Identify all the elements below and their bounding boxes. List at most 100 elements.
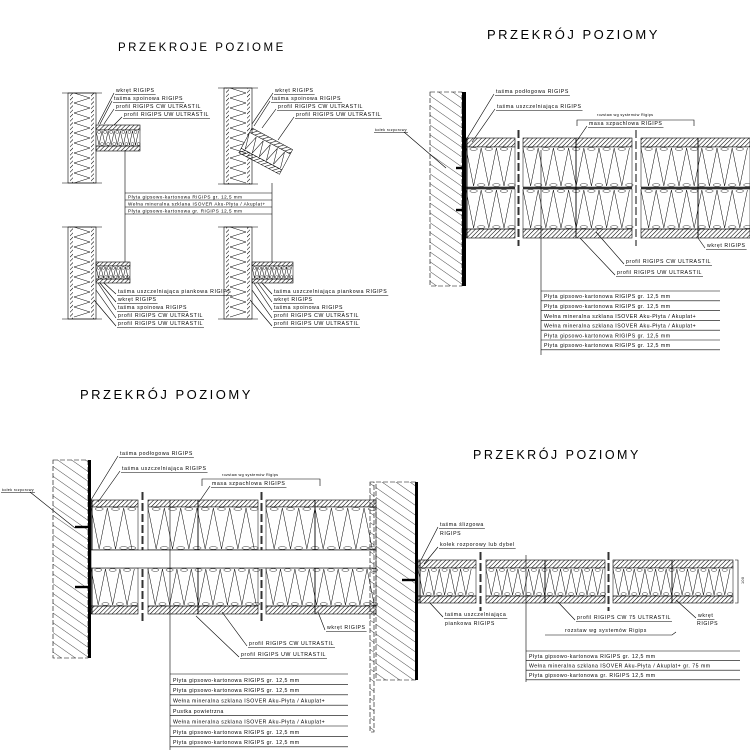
mineral-wool-insulation [465,188,516,230]
masonry-wall [369,481,375,733]
title-przekroj-bottom-right: PRZEKRÓJ POZIOMY [473,447,641,462]
mineral-wool-insulation [265,506,377,551]
section-top-right-labels: taśma podłogowa RIGIPS taśma uszczelniaj… [374,89,747,277]
angled-wall-joint [238,127,293,175]
mineral-wool-insulation [640,188,750,230]
gypsum-board [95,278,131,284]
masonry-wall [52,459,89,659]
gypsum-board [95,124,141,131]
table-row: Płyta gipsowo-kartonowa RIGIPS gr. 12,5 … [544,294,671,300]
label-screw: wkręt RIGIPS [327,625,366,631]
table-row: Płyta gipsowo-kartonowa gr. RIGIPS 12,5 … [128,209,242,214]
section-geometry [52,87,750,750]
table-row: Wełna mineralna szklana ISOVER Aku-Płyta… [529,664,711,670]
label-tape-floor: taśma podłogowa RIGIPS [120,451,193,457]
label-spacing: rozstaw wg systemów Rigips [222,473,278,477]
mineral-wool-insulation [485,567,606,597]
mineral-wool-insulation [90,567,139,607]
gypsum-board [640,228,750,239]
label-tape-floor: taśma podłogowa RIGIPS [496,89,569,95]
label-cw: profil RIGIPS CW ULTRASTIL [249,641,334,647]
label-cw: profil RIGIPS CW ULTRASTIL [626,259,711,265]
gypsum-board [465,228,516,239]
title-przekroj-top-right: PRZEKRÓJ POZIOMY [487,27,660,42]
title-przekroje-poziome: PRZEKROJE POZIOME [118,42,286,54]
label-tape-a: taśma ślizgowa [440,522,484,528]
label-seal-a: taśma uszczelniająca [445,612,506,618]
mineral-wool-insulation [251,265,294,280]
table-row: Płyta gipsowo-kartonowa RIGIPS gr. 12,5 … [128,195,242,200]
label: wkręt RIGIPS [118,297,157,303]
gypsum-board [265,499,377,508]
mineral-wool-insulation [95,129,141,147]
table-row: Płyta gipsowo-kartonowa gr. RIGIPS 12,5 … [529,673,656,679]
section-top-right-table: Płyta gipsowo-kartonowa RIGIPS gr. 12,5 … [541,290,720,351]
detail-d-labels: taśma uszczelniająca piankowa RIGIPS wkr… [249,282,389,328]
masonry-wall [429,91,463,287]
label: taśma spoinowa RIGIPS [118,305,187,311]
detail-small-table: Płyta gipsowo-kartonowa RIGIPS gr. 12,5 … [124,150,273,262]
table-row: Płyta gipsowo-kartonowa RIGIPS gr. 12,5 … [529,654,656,660]
mineral-wool-insulation [612,567,734,597]
gypsum-board [251,278,294,284]
gypsum-board [612,595,734,604]
label: profil RIGIPS CW ULTRASTIL [278,104,363,110]
detail-a-labels: wkręt RIGIPS taśma spoinowa RIGIPS profi… [97,88,210,126]
label-anchor: kołek rozporowy [375,128,407,132]
gypsum-board [485,595,606,604]
gypsum-board [612,559,734,569]
label-screw: wkręt RIGIPS [707,243,746,249]
table-row: Płyta gipsowo-kartonowa RIGIPS gr. 12,5 … [544,333,671,339]
detail-b-labels: wkręt RIGIPS taśma spoinowa RIGIPS profi… [251,88,382,141]
gypsum-board [147,605,259,615]
label: taśma uszczelniająca piankowa RIGIPS [118,289,231,295]
table-row: Wełna mineralna szklana ISOVER Aku-Płyta… [544,324,696,330]
floor-tape [462,92,466,286]
label: wkręt RIGIPS [275,88,314,94]
label: taśma uszczelniająca piankowa RIGIPS [274,289,387,295]
table-row: Płyta gipsowo-kartonowa RIGIPS gr. 12,5 … [173,740,300,746]
label-screw-a: wkręt [698,613,713,619]
table-row: Płyta gipsowo-kartonowa RIGIPS gr. 12,5 … [173,688,300,694]
mineral-wool-insulation [417,567,477,597]
table-row: Płyta gipsowo-kartonowa RIGIPS gr. 12,5 … [173,678,300,684]
label-tape-b: RIGIPS [440,531,461,537]
gypsum-board [465,137,516,148]
gypsum-board [265,605,377,615]
mineral-wool-insulation [522,188,634,230]
label-spacing: rozstaw wg systemów Rigips [565,628,647,634]
label: profil RIGIPS CW ULTRASTIL [116,104,201,110]
label-tape-seal: taśma uszczelniająca RIGIPS [122,466,207,472]
label-anchor: kołek rozporowy lub dybel [440,542,515,548]
anchor-bolt [75,525,93,529]
small-wall-detail [62,226,102,320]
label-tape-seal: taśma uszczelniająca RIGIPS [497,104,582,110]
label: profil RIGIPS UW ULTRASTIL [274,321,359,327]
mineral-wool-insulation [640,146,750,188]
title-przekroj-bottom-left: PRZEKRÓJ POZIOMY [80,387,253,402]
section-bottom-right-labels: taśma ślizgowa RIGIPS kołek rozporowy lu… [420,522,745,636]
air-gap [90,549,377,569]
gypsum-board [417,595,477,604]
label-cw: profil RIGIPS CW 75 ULTRASTIL [577,615,671,621]
mineral-wool-insulation [522,146,634,188]
table-row: Płyta gipsowo-kartonowa RIGIPS gr. 12,5 … [544,304,671,310]
gypsum-board [95,261,131,267]
mineral-wool-insulation [265,567,379,607]
mineral-wool-insulation [95,265,131,280]
label: profil RIGIPS UW ULTRASTIL [124,112,209,118]
mineral-wool-insulation [90,506,139,551]
gypsum-board [251,261,294,267]
label: profil RIGIPS UW ULTRASTIL [118,321,203,327]
gypsum-board [95,145,141,152]
mineral-wool-insulation [465,146,516,188]
gypsum-board [640,137,750,148]
table-row: Wełna mineralna szklana ISOVER Aku-Płyta… [173,719,325,725]
gypsum-board [90,605,139,615]
label-seal-b: piankowa RIGIPS [445,621,495,627]
label-screw-b: RIGIPS [697,621,718,627]
label: profil RIGIPS UW ULTRASTIL [296,112,381,118]
small-wall-detail [62,92,102,184]
